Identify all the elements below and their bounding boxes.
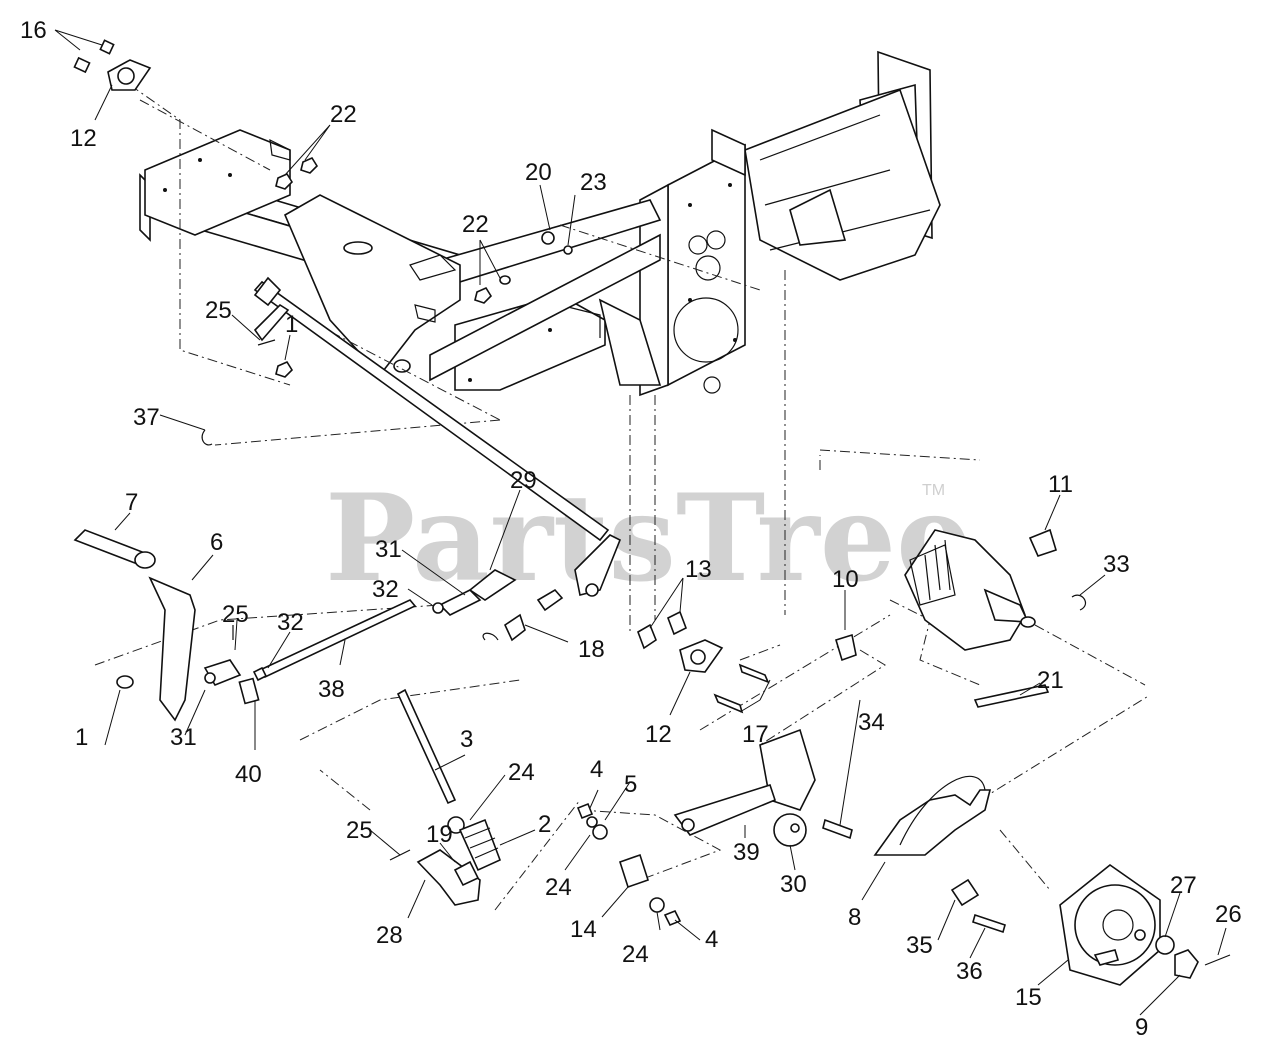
callout-24: 24	[622, 941, 649, 968]
callout-29: 29	[510, 467, 537, 494]
callout-4: 4	[590, 756, 603, 783]
brake-hardware	[389, 688, 682, 927]
frame-assembly	[139, 50, 941, 397]
callout-16: 16	[20, 17, 47, 44]
callout-1: 1	[75, 724, 88, 751]
bearing-hardware	[637, 528, 1086, 714]
callout-25: 25	[222, 601, 249, 628]
callout-31: 31	[170, 724, 197, 751]
callout-2: 2	[538, 811, 551, 838]
callout-17: 17	[742, 721, 769, 748]
callout-4: 4	[705, 926, 718, 953]
callout-23: 23	[580, 169, 607, 196]
callout-38: 38	[318, 676, 345, 703]
callout-34: 34	[858, 709, 885, 736]
callout-40: 40	[235, 761, 262, 788]
callout-14: 14	[570, 916, 597, 943]
callout-10: 10	[832, 566, 859, 593]
assembly-lines	[94, 84, 1151, 911]
callout-24: 24	[545, 874, 572, 901]
callout-25: 25	[205, 297, 232, 324]
callout-31: 31	[375, 536, 402, 563]
callout-13: 13	[685, 556, 712, 583]
callout-12: 12	[645, 721, 672, 748]
callout-19: 19	[426, 821, 453, 848]
callout-27: 27	[1170, 872, 1197, 899]
callout-37: 37	[133, 404, 160, 431]
callout-32: 32	[277, 609, 304, 636]
lever-linkage	[73, 276, 622, 722]
callout-20: 20	[525, 159, 552, 186]
callout-36: 36	[956, 958, 983, 985]
callout-6: 6	[210, 529, 223, 556]
callout-8: 8	[848, 904, 861, 931]
callout-12: 12	[70, 125, 97, 152]
callout-18: 18	[578, 636, 605, 663]
callout-22: 22	[330, 101, 357, 128]
watermark-trademark: TM	[922, 482, 945, 499]
brake-assembly	[673, 684, 1050, 934]
callout-32: 32	[372, 576, 399, 603]
callout-39: 39	[733, 839, 760, 866]
top-hardware	[73, 39, 573, 378]
callout-1: 1	[285, 311, 298, 338]
callout-5: 5	[624, 771, 637, 798]
callout-28: 28	[376, 922, 403, 949]
callout-7: 7	[125, 489, 138, 516]
callout-26: 26	[1215, 901, 1242, 928]
callout-3: 3	[460, 726, 473, 753]
callout-11: 11	[1048, 471, 1073, 498]
callout-25: 25	[346, 817, 373, 844]
watermark-text: PartsTree	[325, 468, 972, 609]
callout-9: 9	[1135, 1014, 1148, 1041]
callout-15: 15	[1015, 984, 1042, 1011]
callout-labels: 16 12 22 20 23 22 25 1 37 7 6 29 31 32 2…	[20, 17, 1242, 1041]
callout-22: 22	[462, 211, 489, 238]
callout-24: 24	[508, 759, 535, 786]
leader-lines	[54, 29, 1227, 1016]
callout-30: 30	[780, 871, 807, 898]
callout-33: 33	[1103, 551, 1130, 578]
hydro-transmission	[904, 529, 1036, 651]
wheel-hub	[1059, 864, 1231, 986]
callout-21: 21	[1037, 667, 1064, 694]
callout-35: 35	[906, 932, 933, 959]
